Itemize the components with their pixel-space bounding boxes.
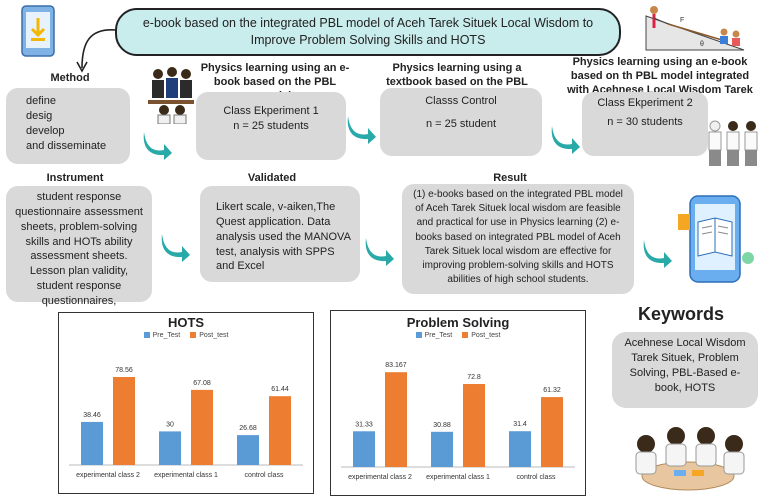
students-uniform-illustration-icon	[708, 120, 758, 166]
result-heading: Result	[493, 172, 527, 184]
legend-item: Post_test	[190, 332, 228, 339]
bar-post-test	[385, 372, 407, 467]
hots-chart: HOTS Pre_Test Post_test 38.46 78.56 experi…	[58, 312, 314, 494]
data-label: 30.88	[433, 422, 451, 429]
data-label: 61.44	[271, 386, 289, 393]
validated-heading: Validated	[247, 172, 297, 184]
data-label: 31.4	[513, 421, 527, 428]
group1-box: Class Ekperiment 1 n = 25 students	[196, 92, 346, 160]
group2-box: Classs Control n = 25 student	[380, 88, 542, 156]
result-text: (1) e-books based on the integrated PBL …	[413, 189, 623, 286]
bar-pre-test	[353, 431, 375, 467]
category-label: experimental class 1	[426, 474, 490, 481]
teal-arrow-icon	[143, 132, 172, 160]
validated-box: Likert scale, v-aiken,The Quest applicat…	[200, 186, 360, 282]
tablet-download-icon	[21, 5, 55, 57]
svg-text:θ: θ	[700, 41, 704, 48]
incline-illustration-icon: F θ	[645, 6, 745, 51]
legend-item: Post_test	[462, 332, 500, 339]
method-step: develop	[26, 124, 65, 137]
data-label: 72.8	[467, 374, 481, 381]
method-step: and disseminate	[26, 139, 107, 152]
problem-solving-chart-legend: Pre_Test Post_test	[331, 332, 585, 339]
keywords-box: Acehnese Local Wisdom Tarek Situek, Prob…	[612, 332, 758, 408]
bar-pre-test	[81, 421, 103, 465]
legend-item: Pre_Test	[415, 332, 452, 339]
category-label: control class	[517, 474, 556, 481]
group1-n: n = 25 students	[233, 119, 309, 132]
keywords-heading: Keywords	[637, 304, 725, 324]
teal-arrow-icon	[365, 238, 394, 266]
category-label: experimental class 2	[348, 474, 412, 481]
teal-arrow-icon	[161, 234, 190, 262]
svg-text:F: F	[680, 17, 684, 24]
hots-chart-plot: 38.46 78.56 experimental class 2 30 67.08 exp…	[69, 367, 303, 479]
data-label: 78.56	[115, 367, 133, 374]
bar-post-test	[541, 397, 563, 467]
teal-arrow-icon	[551, 126, 580, 154]
group1-name: Class Ekperiment 1	[223, 105, 319, 117]
method-heading: Method	[50, 72, 90, 84]
bar-post-test	[113, 377, 135, 465]
method-step: desig	[26, 109, 53, 122]
data-label: 61.32	[543, 387, 561, 394]
method-step: define	[26, 95, 56, 107]
keywords-text: Acehnese Local Wisdom Tarek Situek, Prob…	[624, 337, 746, 394]
problem-solving-chart-title: Problem Solving	[406, 315, 510, 330]
category-label: control class	[245, 472, 284, 479]
ebook-phone-illustration-icon	[678, 195, 754, 283]
category-label: experimental class 2	[76, 472, 140, 479]
validated-text: Likert scale, v-aiken,The Quest applicat…	[216, 201, 351, 273]
group2-n: n = 25 student	[425, 117, 497, 130]
legend-item: Pre_Test	[143, 332, 180, 339]
title-banner: e-book based on the integrated PBL model…	[115, 8, 621, 56]
teal-arrow-icon	[347, 116, 376, 144]
problem-solving-chart-plot: 31.33 83.167 experimental class 2 30.88 72.8…	[341, 362, 575, 481]
students-table-illustration-icon	[635, 427, 745, 491]
bar-pre-test	[509, 431, 531, 467]
bar-pre-test	[237, 435, 259, 465]
method-box: define desig develop and disseminate	[6, 88, 130, 164]
curve-arrow-icon	[76, 29, 117, 73]
instrument-box: student response questionnaire assessmen…	[6, 186, 152, 307]
bar-post-test	[463, 384, 485, 467]
data-label: 38.46	[83, 412, 101, 419]
bar-post-test	[191, 389, 213, 465]
instrument-text: student response questionnaire assessmen…	[15, 191, 143, 307]
bar-pre-test	[159, 431, 181, 465]
group3-n: n = 30 students	[607, 115, 683, 128]
data-label: 26.68	[239, 425, 257, 432]
data-label: 31.33	[355, 421, 373, 428]
hots-chart-title: HOTS	[167, 315, 205, 330]
students-illustration-icon	[148, 67, 194, 124]
data-label: 83.167	[385, 362, 407, 369]
group3-name: Class Ekperiment 2	[597, 97, 693, 109]
data-label: 67.08	[193, 380, 211, 387]
group3-box: Class Ekperiment 2 n = 30 students	[582, 92, 708, 156]
problem-solving-chart: Problem Solving Pre_Test Post_test 31.33…	[330, 310, 586, 496]
hots-chart-legend: Pre_Test Post_test	[59, 332, 313, 339]
instrument-heading: Instrument	[46, 172, 104, 184]
title-text: e-book based on the integrated PBL model…	[142, 16, 594, 47]
teal-arrow-icon	[643, 240, 672, 268]
category-label: experimental class 1	[154, 472, 218, 479]
result-box: (1) e-books based on the integrated PBL …	[402, 184, 634, 294]
data-label: 30	[166, 421, 174, 428]
bar-post-test	[269, 396, 291, 465]
bar-pre-test	[431, 431, 453, 467]
group2-name: Classs Control	[425, 95, 497, 107]
